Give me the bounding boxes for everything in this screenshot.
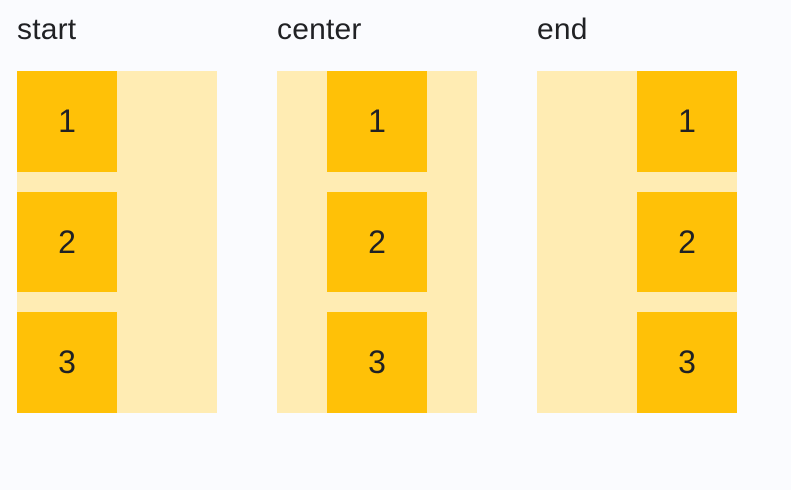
flex-item: 3: [637, 312, 737, 414]
flex-item: 2: [327, 191, 427, 293]
flex-item: 1: [637, 71, 737, 172]
demo-group-start: start 1 2 3: [17, 10, 217, 414]
flex-item: 2: [17, 191, 117, 293]
flex-item: 1: [17, 71, 117, 172]
group-label-start: start: [17, 13, 77, 46]
demo-group-end: end 1 2 3: [537, 10, 737, 414]
flex-container-end: 1 2 3: [537, 71, 737, 414]
flex-item: 2: [637, 191, 737, 293]
flex-container-start: 1 2 3: [17, 71, 217, 414]
demo-group-center: center 1 2 3: [277, 10, 477, 414]
flex-item: 1: [327, 71, 427, 172]
flex-container-center: 1 2 3: [277, 71, 477, 414]
flex-item: 3: [327, 312, 427, 414]
group-label-end: end: [537, 13, 588, 46]
alignment-demo-row: start 1 2 3 center 1 2 3 end 1 2 3: [17, 10, 737, 414]
group-label-center: center: [277, 13, 362, 46]
flex-item: 3: [17, 312, 117, 414]
